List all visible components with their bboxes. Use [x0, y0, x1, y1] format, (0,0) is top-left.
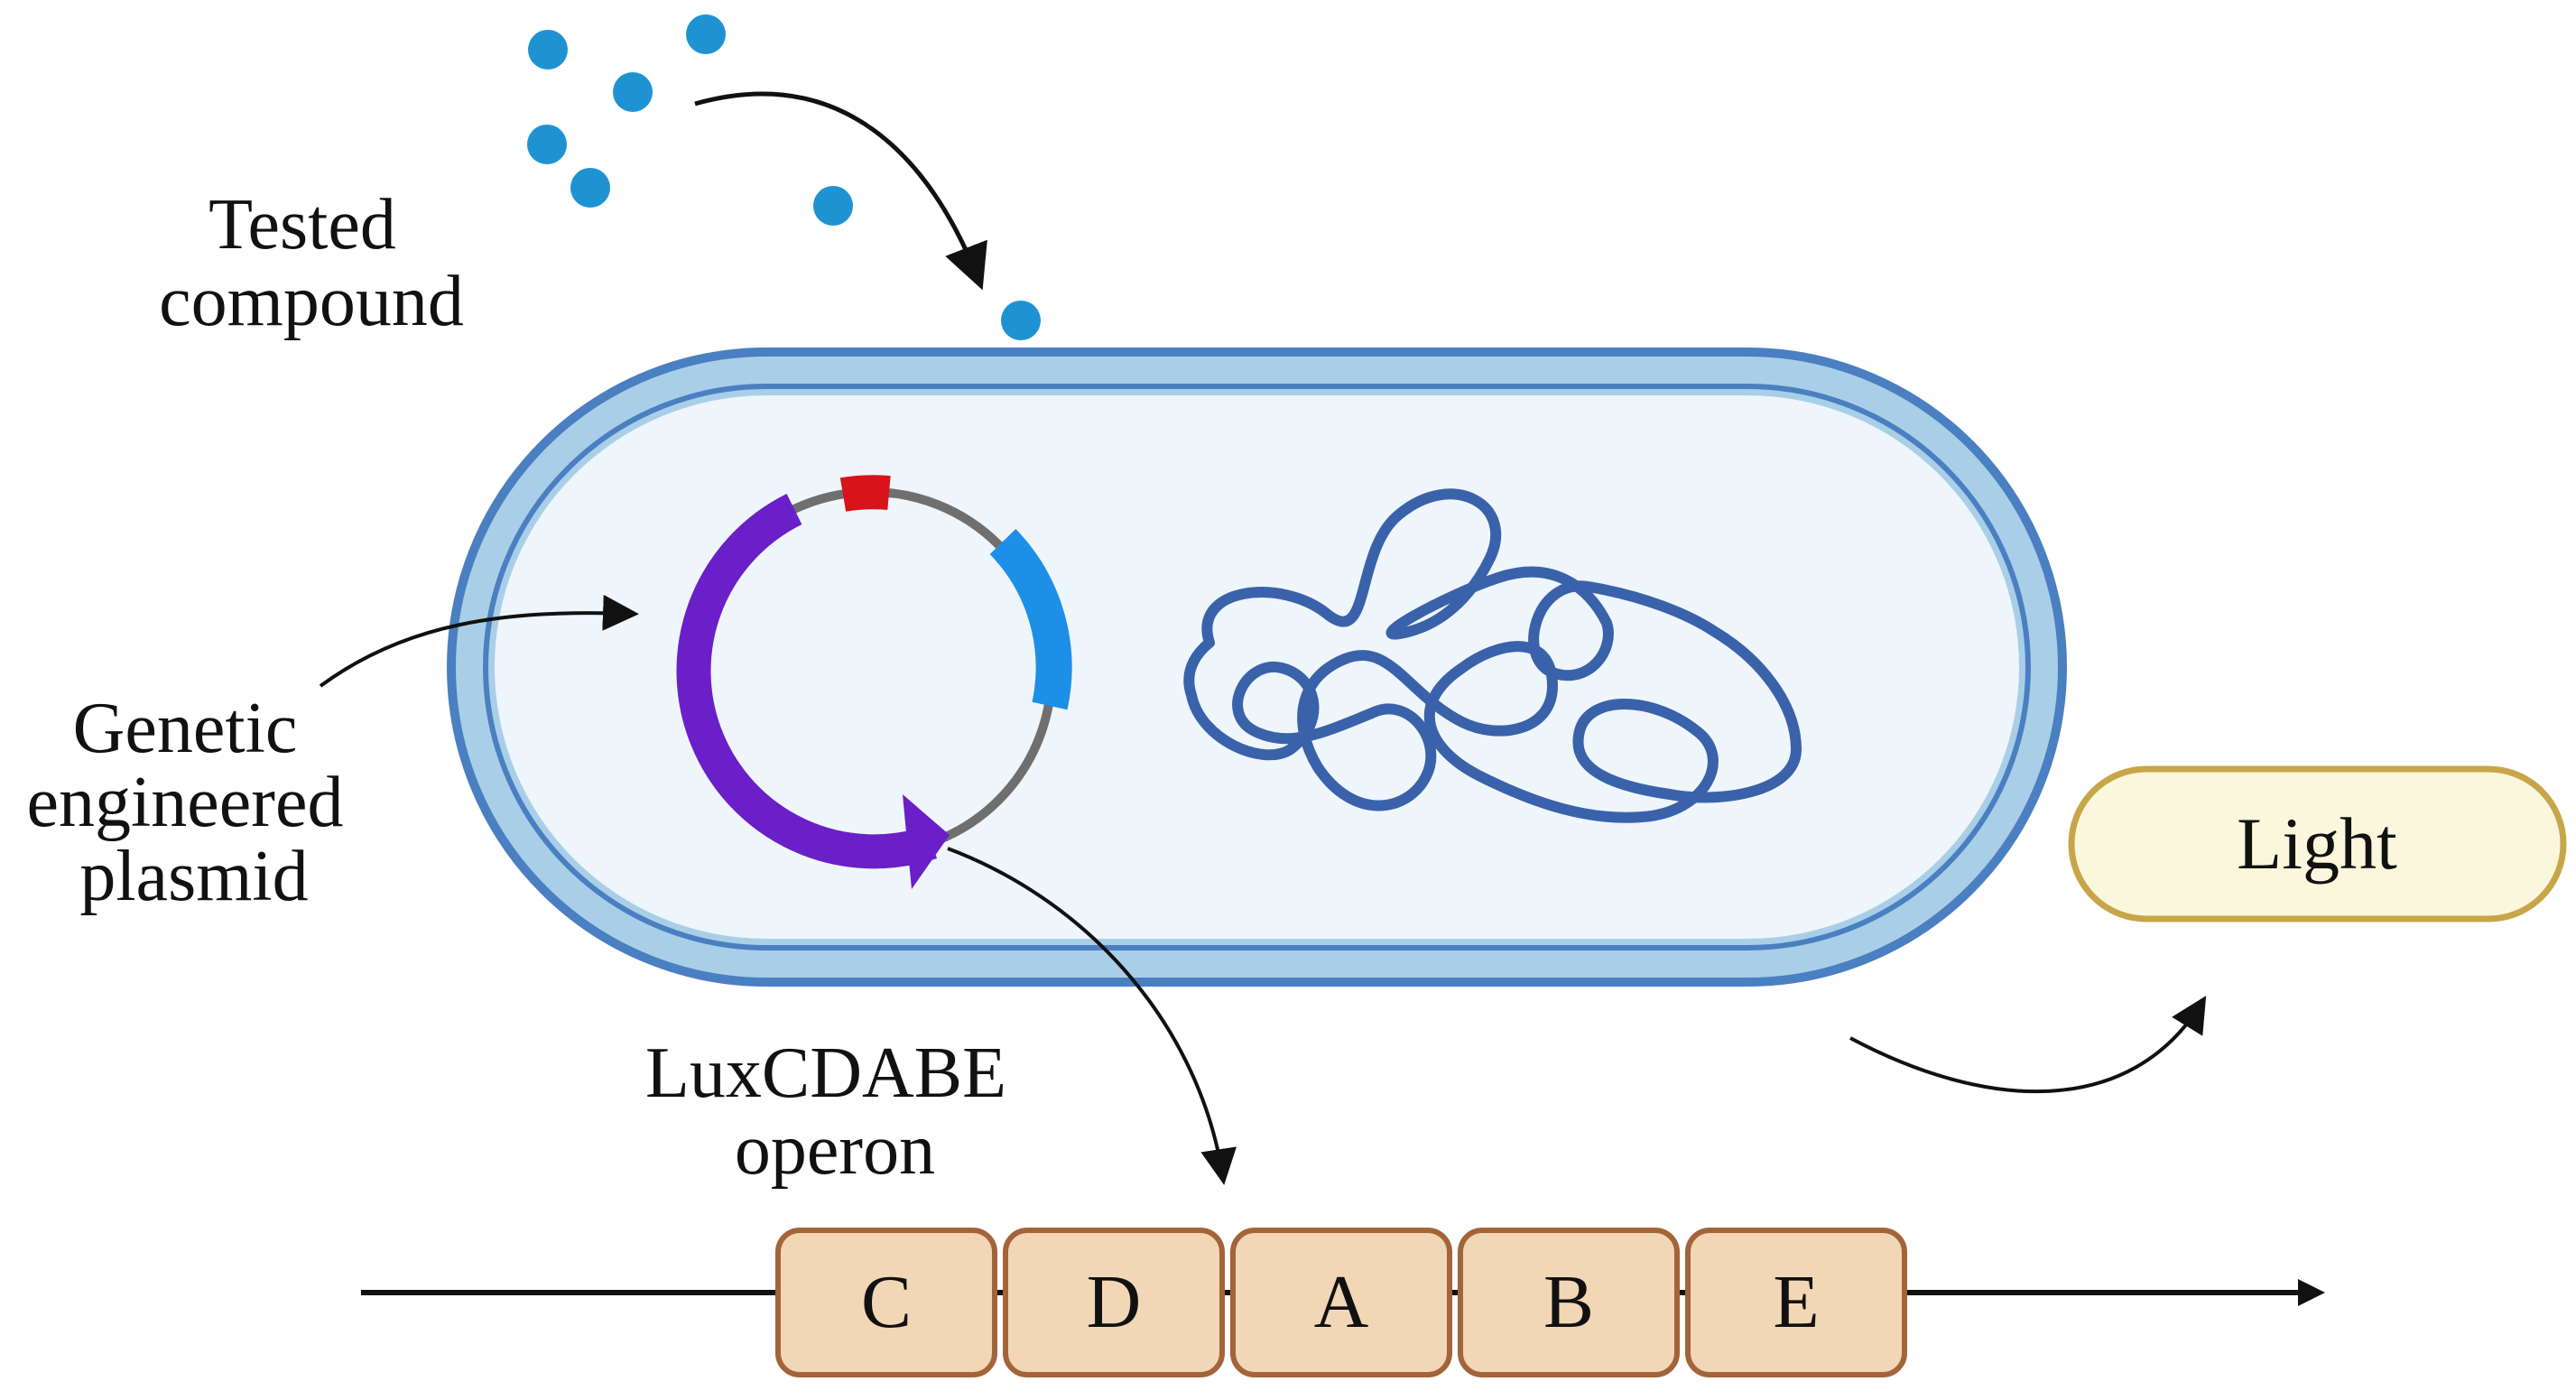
operon-pointer-arrow: [947, 847, 1237, 1185]
cell-wall-band: [461, 362, 2052, 972]
tested-compound-label: Tested compound: [159, 185, 464, 341]
tested-compound-line-1: Tested: [208, 185, 396, 264]
light-pill: [2068, 765, 2567, 923]
gene-box: [775, 1228, 997, 1377]
plasmid-label: Genetic engineered plasmid: [27, 689, 362, 916]
operon-genes: C D A B E: [775, 1228, 1907, 1377]
chromosome: [1183, 488, 1802, 823]
gene-box: [1230, 1228, 1452, 1377]
plasmid-label-line-3: plasmid: [79, 837, 308, 916]
gene-b: B: [1458, 1228, 1680, 1377]
plasmid: [676, 475, 1072, 889]
cell-inner-membrane: [483, 384, 2031, 950]
operon-label-line-2: operon: [735, 1110, 935, 1190]
gene-a: A: [1230, 1228, 1452, 1377]
light-output: Light: [2068, 765, 2567, 923]
compound-entry-arrow: [694, 91, 987, 291]
gene-letter: A: [1314, 1260, 1369, 1344]
compound-molecule: [527, 125, 567, 164]
plasmid-lux-gene-arrow-tip: [903, 794, 950, 889]
gene-d: D: [1003, 1228, 1225, 1377]
light-emission-arrow: [1849, 996, 2207, 1094]
gene-letter: B: [1543, 1260, 1594, 1344]
tested-compound-line-2: compound: [159, 262, 464, 341]
gene-e: E: [1685, 1228, 1907, 1377]
gene-box: [1003, 1228, 1225, 1377]
gene-box: [1685, 1228, 1907, 1377]
compound-molecule: [1001, 301, 1041, 340]
plasmid-promoter-segment: [839, 475, 891, 512]
plasmid-label-line-2: engineered: [27, 763, 344, 842]
plasmid-label-line-1: Genetic: [73, 689, 298, 768]
gene-c: C: [775, 1228, 997, 1377]
compound-molecule: [570, 168, 610, 208]
plasmid-lux-gene-arc: [676, 493, 938, 869]
operon-label-line-1: LuxCDABE: [645, 1034, 1006, 1113]
gene-letter: D: [1087, 1260, 1142, 1344]
compound-molecule: [686, 14, 726, 54]
compound-molecule: [528, 30, 568, 70]
compound-molecule: [813, 186, 853, 226]
compound-molecule: [613, 72, 653, 112]
gene-letter: E: [1773, 1260, 1819, 1344]
gene-box: [1458, 1228, 1680, 1377]
gene-letter: C: [861, 1260, 912, 1344]
operon-label: LuxCDABE operon: [645, 1034, 1024, 1190]
light-label: Light: [2237, 802, 2397, 885]
plasmid-marker-segment: [989, 529, 1072, 710]
plasmid-pointer-arrow: [319, 594, 639, 688]
